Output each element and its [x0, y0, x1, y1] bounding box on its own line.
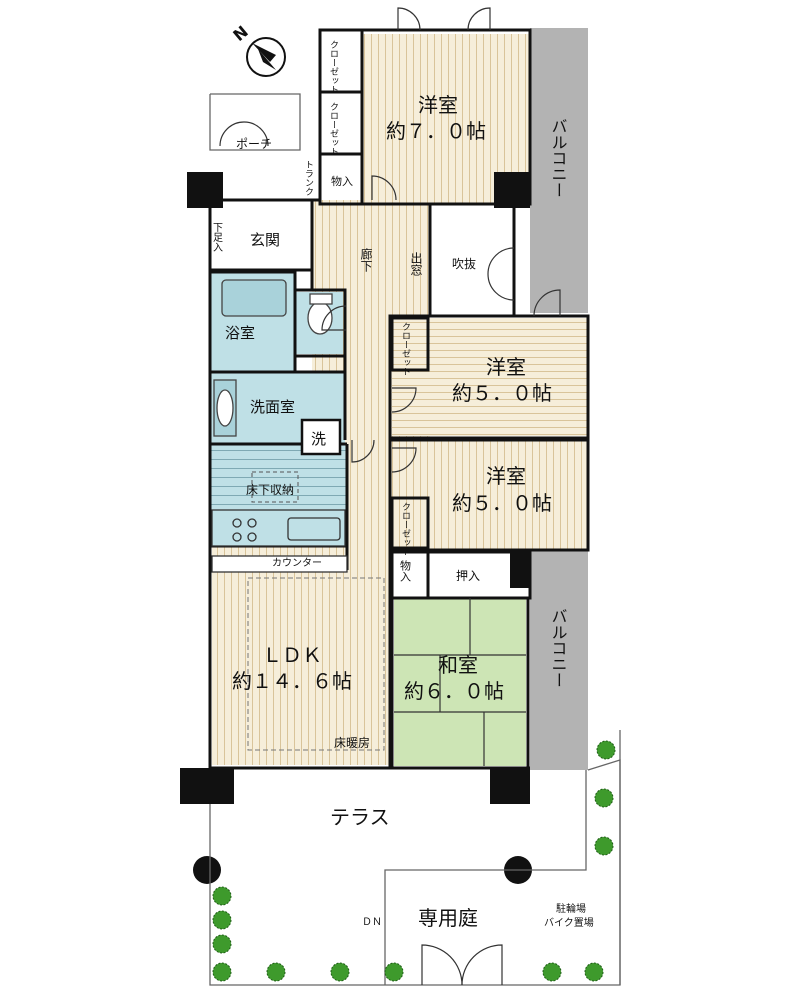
bath-fixtures: [213, 279, 342, 456]
storage-label-1: 物入: [331, 174, 353, 188]
shrub-icon: [596, 740, 616, 760]
kitchen-fixtures: [211, 509, 348, 573]
western-room-2-floor: [392, 318, 588, 436]
ldk-name: ＬＤＫ: [262, 643, 322, 667]
oshiire-label: 押入: [456, 569, 480, 583]
underfloor-storage-label: 床下収納: [246, 483, 294, 497]
porch-label: ポーチ: [236, 137, 272, 151]
balcony-lower-label: バルコニー: [549, 608, 568, 688]
shrub-icon: [212, 962, 232, 982]
shrub-icon: [330, 962, 350, 982]
ldk-size: 約１４．６帖: [232, 669, 352, 693]
shrub-icon: [212, 886, 232, 906]
closet-label-2: クローゼット: [328, 102, 339, 156]
balcony-upper-label: バルコニー: [549, 118, 568, 198]
western-room-2-size: 約５．０帖: [452, 381, 552, 405]
washroom-label: 洗面室: [250, 398, 295, 416]
floor-heating-area: [247, 577, 385, 751]
washer-label: 洗: [311, 430, 326, 448]
private-garden-label: 専用庭: [418, 906, 478, 930]
shrub-icon: [212, 934, 232, 954]
shrub-icon: [594, 788, 614, 808]
bike-label: バイク置場: [544, 916, 594, 929]
walls: [208, 28, 590, 770]
western-room-2-name: 洋室: [486, 355, 526, 379]
compass-icon: N: [229, 22, 286, 77]
tatami-lines: [394, 598, 526, 766]
balcony-lower: [530, 550, 588, 770]
corridor-label: 廊下: [359, 247, 373, 272]
dn-label: ＤＮ: [362, 917, 382, 928]
compass-label: N: [229, 22, 251, 45]
shrub-icon: [584, 962, 604, 982]
floor-heating-label: 床暖房: [334, 735, 370, 750]
bay-window-label: 出窓: [409, 252, 423, 276]
shrub-icon: [266, 962, 286, 982]
storage-label-2: 物入: [399, 559, 412, 582]
western-room-3-floor: [392, 440, 588, 550]
shrub-icon: [212, 910, 232, 930]
western-room-1-size: 約７．０帖: [386, 119, 486, 143]
western-room-3-size: 約５．０帖: [452, 491, 552, 515]
closet-label-4: クローゼット: [400, 502, 411, 556]
outdoor-outline: [209, 93, 621, 986]
entrance-label: 玄関: [250, 231, 280, 249]
pillars: [180, 172, 532, 884]
shrub-icon: [384, 962, 404, 982]
washitsu-size: 約６．０帖: [404, 679, 504, 703]
washitsu-name: 和室: [438, 653, 478, 677]
parking-label: 駐輪場: [556, 902, 586, 915]
closet-label-3: クローゼット: [400, 322, 411, 376]
western-room-3-name: 洋室: [486, 464, 526, 488]
bath-label: 浴室: [225, 324, 255, 342]
balcony-upper: [530, 28, 588, 313]
western-room-1-name: 洋室: [418, 93, 458, 117]
counter-label: カウンター: [272, 557, 322, 569]
terrace-label: テラス: [330, 805, 390, 829]
shrubs: [212, 740, 616, 982]
shrub-icon: [594, 836, 614, 856]
closet-label-1: クローゼット: [328, 40, 339, 94]
washitsu-floor: [394, 598, 526, 766]
atrium-label: 吹抜: [452, 257, 476, 271]
shoe-box-label: 下足入: [211, 222, 223, 252]
trunk-label: トランク: [303, 160, 313, 196]
doors: [219, 7, 561, 986]
shrub-icon: [542, 962, 562, 982]
underfloor-storage-hatch: [251, 471, 299, 503]
